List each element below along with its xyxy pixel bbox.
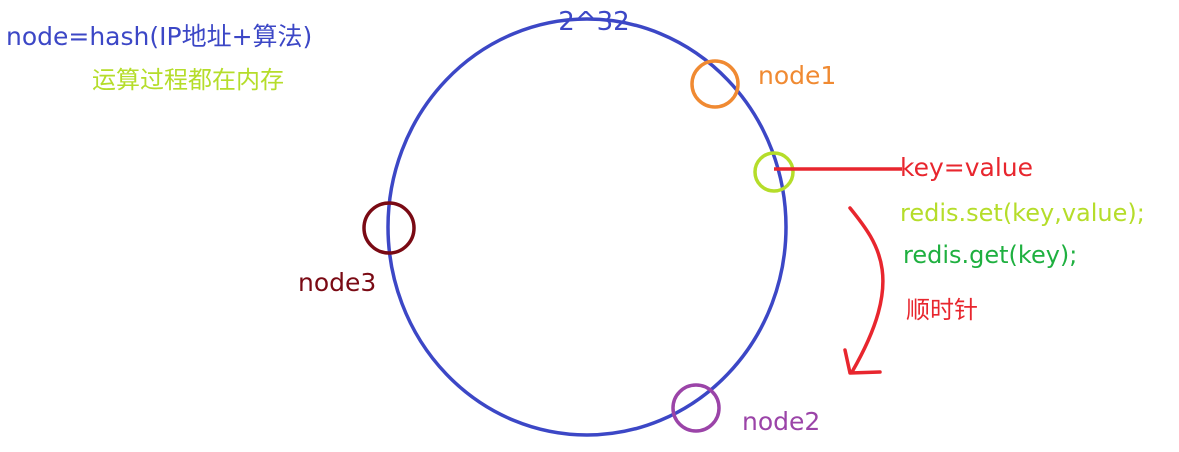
hash-ring bbox=[386, 17, 788, 437]
node1-label: node1 bbox=[758, 61, 836, 90]
redis-get-text: redis.get(key); bbox=[903, 241, 1077, 269]
node3-label: node3 bbox=[298, 268, 376, 297]
formula-text: node=hash(IP地址+算法) bbox=[6, 22, 312, 51]
ring-label: 2^32 bbox=[558, 7, 629, 37]
clockwise-label: 顺时针 bbox=[906, 296, 978, 324]
redis-set-text: redis.set(key,value); bbox=[900, 199, 1145, 227]
clockwise-arrow bbox=[848, 206, 885, 374]
key-value-text: key=value bbox=[900, 153, 1033, 182]
clockwise-arrowhead bbox=[843, 348, 882, 375]
node2-marker bbox=[671, 383, 721, 433]
node1-marker bbox=[690, 59, 740, 109]
memory-note-text: 运算过程都在内存 bbox=[92, 66, 284, 94]
key-marker bbox=[753, 151, 795, 193]
node2-label: node2 bbox=[742, 407, 820, 436]
node3-marker bbox=[362, 201, 416, 255]
